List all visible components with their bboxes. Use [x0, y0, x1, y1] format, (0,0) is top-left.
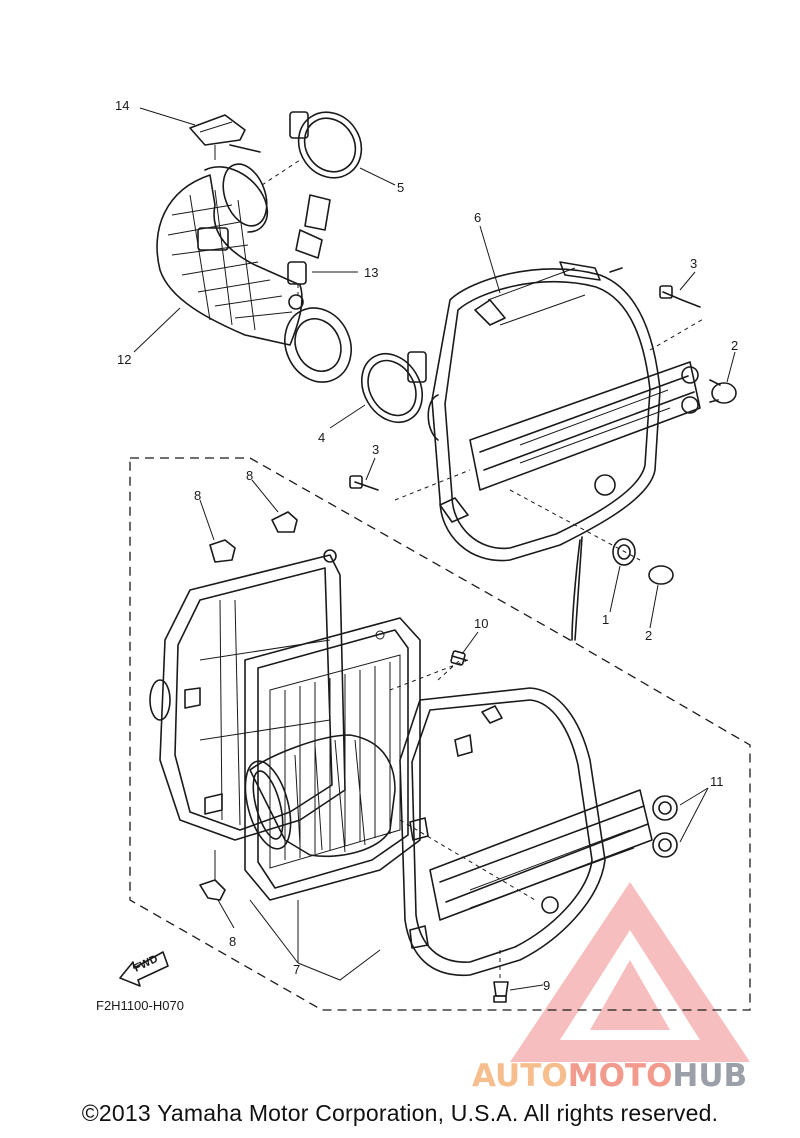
- clamp-part-14: [189, 114, 261, 160]
- watermark-logo: [510, 882, 750, 1062]
- clamp-part-4: [361, 351, 427, 423]
- callout-10: 10: [474, 616, 488, 631]
- callout-11: 11: [710, 774, 724, 789]
- inlet-duct: [244, 734, 396, 858]
- callout-2-lower: 2: [645, 628, 652, 643]
- diagram-code: F2H1100-H070: [96, 998, 184, 1013]
- clip-part-8: [199, 511, 298, 901]
- air-cleaner-case: [427, 261, 701, 562]
- callout-3-upper: 3: [690, 256, 697, 271]
- callout-2-upper: 2: [731, 338, 738, 353]
- callout-8-bottom: 8: [229, 934, 236, 949]
- callout-7: 7: [293, 962, 300, 977]
- copyright-notice: ©2013 Yamaha Motor Corporation, U.S.A. A…: [81, 1100, 719, 1126]
- case-cap: [149, 549, 346, 841]
- grommet-collars: [574, 379, 737, 641]
- callout-8-left: 8: [194, 488, 201, 503]
- watermark-moto: MOTO: [568, 1058, 673, 1094]
- watermark-auto: AUTO: [472, 1058, 568, 1094]
- clamp-part-5: [261, 111, 363, 186]
- callout-4: 4: [318, 430, 325, 445]
- exploded-boundary: [129, 457, 751, 1011]
- case-body: [399, 687, 653, 976]
- svg-text:AUTOMOTOHUB: AUTOMOTOHUB: [472, 1058, 747, 1094]
- screw-part-10: [450, 650, 467, 666]
- callout-labels: 14 5 6 3 13 2 12 4 3 8 8 1 2 10 11 8 7 9: [115, 98, 738, 993]
- fwd-arrow: FWD: [119, 951, 169, 987]
- callout-14: 14: [115, 98, 129, 113]
- callout-6: 6: [474, 210, 481, 225]
- intake-hose: [156, 163, 352, 383]
- screw-part-3: [349, 285, 701, 491]
- watermark-hub: HUB: [672, 1058, 747, 1094]
- breather-fitting: [287, 194, 331, 300]
- callout-9: 9: [543, 978, 550, 993]
- watermark-text: AUTOMOTOHUB: [472, 1058, 747, 1094]
- callout-8-top: 8: [246, 468, 253, 483]
- callout-5: 5: [397, 180, 404, 195]
- drain-plug-part-9: [493, 950, 509, 1003]
- callout-13: 13: [364, 265, 378, 280]
- callout-12: 12: [117, 352, 131, 367]
- filter-element: [244, 617, 421, 901]
- callout-3-lower: 3: [372, 442, 379, 457]
- leader-lines: [133, 107, 736, 991]
- grommets-part-11: [652, 795, 678, 858]
- callout-1: 1: [602, 612, 609, 627]
